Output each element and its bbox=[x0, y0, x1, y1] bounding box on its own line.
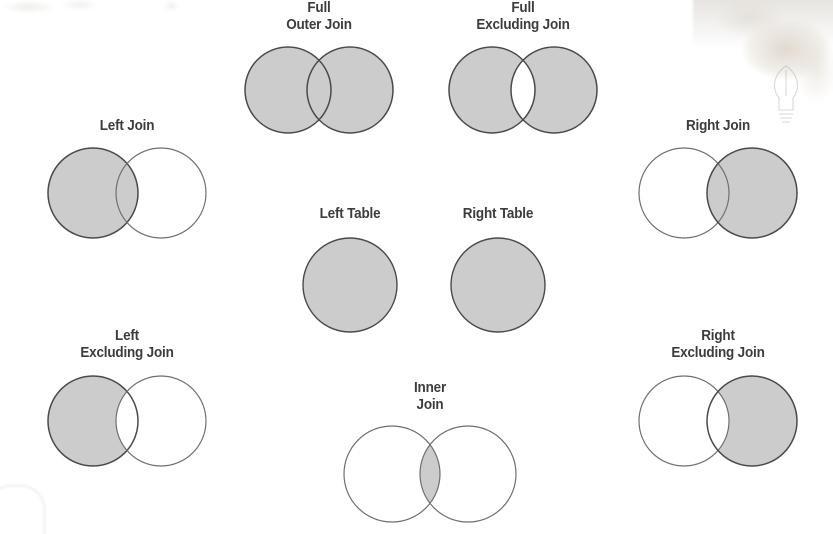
right-circle-fill-full-outer-join bbox=[307, 47, 393, 133]
right-circle-fill-right-excluding-join bbox=[707, 376, 797, 466]
venn-shape-right-excluding-join bbox=[638, 375, 798, 467]
venn-shape-full-outer-join bbox=[244, 46, 394, 134]
circle-right-table bbox=[450, 237, 546, 333]
venn-shape-full-excluding-join bbox=[448, 46, 598, 134]
left-circle-outline-left-excluding-join bbox=[47, 375, 139, 467]
left-circle-fill-right-join bbox=[639, 148, 729, 238]
venn-label-left-excluding-join: Left Excluding Join bbox=[80, 328, 174, 361]
circle-left-table bbox=[302, 237, 398, 333]
venn-label-right-table: Right Table bbox=[462, 206, 534, 222]
left-circle-outline-right-excluding-join bbox=[638, 375, 730, 467]
right-circle-outline-full-excluding-join bbox=[510, 46, 598, 134]
right-circle-outline-inner-join bbox=[419, 425, 517, 523]
left-circle-fill-full-excluding-join bbox=[449, 47, 535, 133]
venn-label-full-outer-join: Full Outer Join bbox=[286, 0, 352, 33]
bottom-left-photo-artifact bbox=[0, 484, 46, 534]
left-circle-fill-full-outer-join bbox=[245, 47, 331, 133]
right-circle-outline-left-join bbox=[115, 147, 207, 239]
right-circle-fill-full-excluding-join bbox=[511, 47, 597, 133]
venn-label-left-table: Left Table bbox=[319, 206, 381, 222]
left-circle-outline-inner-join bbox=[343, 425, 441, 523]
left-circle-fill-inner-join bbox=[344, 426, 440, 522]
venn-label-right-excluding-join: Right Excluding Join bbox=[671, 328, 765, 361]
venn-label-full-excluding-join: Full Excluding Join bbox=[476, 0, 570, 33]
venn-label-right-join: Right Join bbox=[685, 118, 751, 134]
right-circle-fill-left-join bbox=[116, 148, 206, 238]
venn-shape-left-excluding-join bbox=[47, 375, 207, 467]
right-circle-outline-right-excluding-join bbox=[706, 375, 798, 467]
right-circle-outline-right-join bbox=[706, 147, 798, 239]
left-circle-outline-full-outer-join bbox=[244, 46, 332, 134]
venn-shape-left-join bbox=[47, 147, 207, 239]
venn-shape-right-join bbox=[638, 147, 798, 239]
top-left-photo-artifact bbox=[4, 0, 184, 18]
venn-shape-inner-join bbox=[343, 425, 517, 523]
right-circle-fill-inner-join bbox=[420, 426, 516, 522]
venn-label-inner-join: Inner Join bbox=[413, 380, 447, 413]
right-circle-outline-full-outer-join bbox=[306, 46, 394, 134]
venn-shape-left-table bbox=[302, 237, 398, 333]
hand-photo-watermark bbox=[693, 0, 833, 114]
venn-label-left-join: Left Join bbox=[99, 118, 155, 134]
venn-shape-right-table bbox=[450, 237, 546, 333]
left-circle-outline-right-join bbox=[638, 147, 730, 239]
right-circle-fill-right-join bbox=[707, 148, 797, 238]
left-circle-outline-left-join bbox=[47, 147, 139, 239]
left-circle-fill-right-excluding-join bbox=[639, 376, 729, 466]
right-circle-outline-left-excluding-join bbox=[115, 375, 207, 467]
left-circle-fill-left-join bbox=[48, 148, 138, 238]
right-circle-fill-left-excluding-join bbox=[116, 376, 206, 466]
left-circle-fill-left-excluding-join bbox=[48, 376, 138, 466]
left-circle-outline-full-excluding-join bbox=[448, 46, 536, 134]
